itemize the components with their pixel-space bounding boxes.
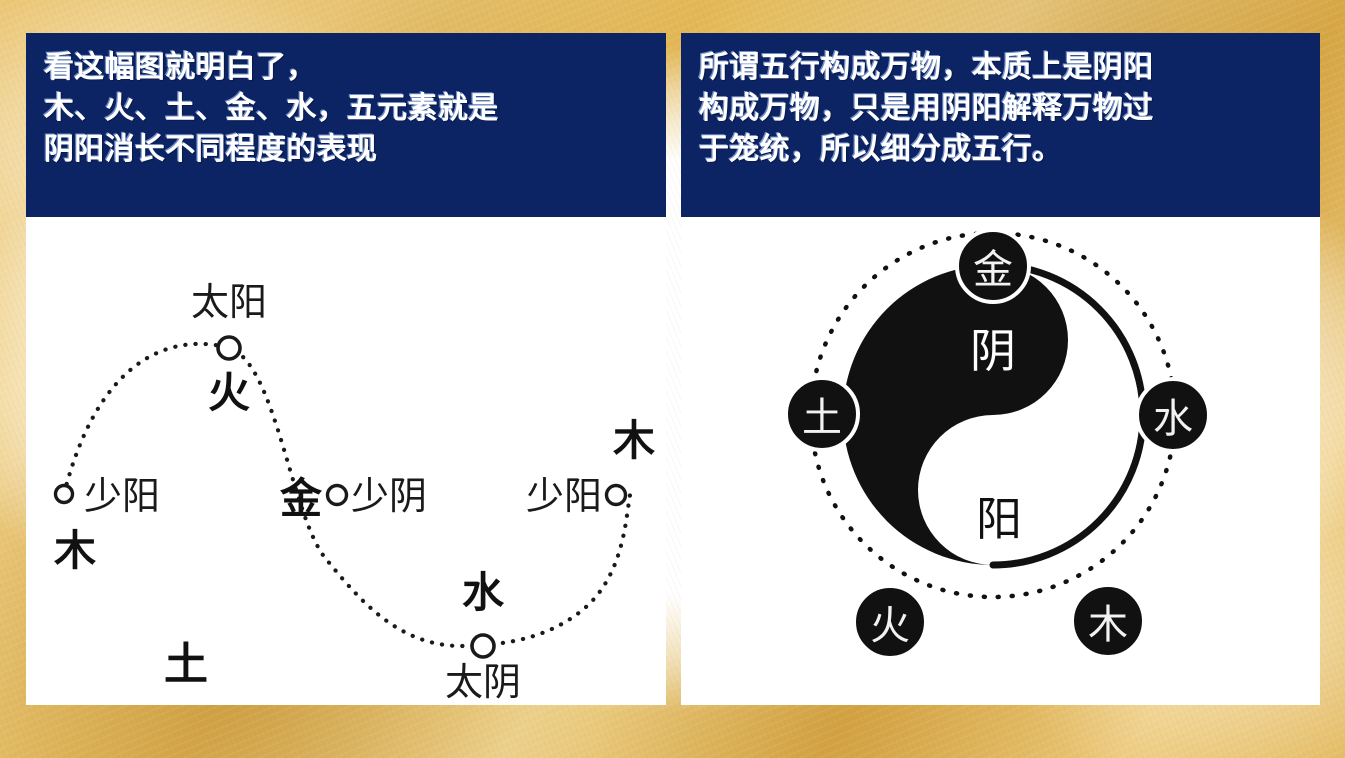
left-panel: 看这幅图就明白了， 木、火、土、金、水，五元素就是 阴阳消长不同程度的表现 太阳… bbox=[26, 33, 666, 705]
left-header-text: 看这幅图就明白了， 木、火、土、金、水，五元素就是 阴阳消长不同程度的表现 bbox=[44, 50, 499, 168]
label-element-fire: 火 bbox=[208, 368, 250, 417]
fire-node-label: 火 bbox=[870, 603, 910, 649]
label-taiyin-caption: 太阴 bbox=[445, 660, 521, 704]
node-marker-taiyang-fire bbox=[216, 335, 242, 361]
label-element-wood-right: 木 bbox=[613, 416, 655, 465]
metal-node-circle bbox=[955, 228, 1031, 304]
earth-node-label: 土 bbox=[802, 395, 842, 441]
earth-node-circle bbox=[784, 376, 860, 452]
label-element-metal: 金 bbox=[279, 474, 323, 523]
right-panel: 所谓五行构成万物，本质上是阴阳 构成万物，只是用阴阳解释万物过 于笼统，所以细分… bbox=[681, 33, 1320, 705]
taiji-yin-half bbox=[843, 265, 1068, 565]
left-panel-header: 看这幅图就明白了， 木、火、土、金、水，五元素就是 阴阳消长不同程度的表现 bbox=[26, 33, 666, 217]
label-taiyang-caption: 太阳 bbox=[191, 280, 267, 324]
element-node-water[interactable]: 水 bbox=[1135, 377, 1211, 453]
wood-node-circle bbox=[1070, 583, 1146, 659]
water-node-label: 水 bbox=[1153, 396, 1193, 442]
node-marker-shaoyang-wood-left bbox=[53, 483, 75, 505]
left-panel-body: 太阳 火 少阳 木 金 少阴 少阳 木 水 太阴 土 bbox=[26, 217, 666, 705]
label-yin: 阴 bbox=[970, 324, 1016, 378]
element-node-metal[interactable]: 金 bbox=[955, 228, 1031, 304]
wave-curve bbox=[61, 341, 633, 649]
right-panel-body: 阴 阳 金 水 木 bbox=[681, 217, 1320, 705]
water-node-circle bbox=[1135, 377, 1211, 453]
right-header-text: 所谓五行构成万物，本质上是阴阳 构成万物，只是用阴阳解释万物过 于笼统，所以细分… bbox=[699, 50, 1154, 168]
element-node-wood[interactable]: 木 bbox=[1070, 583, 1146, 659]
label-phase-shaoyang-left: 少阳 bbox=[84, 474, 160, 518]
element-node-fire[interactable]: 火 bbox=[852, 584, 928, 660]
node-marker-shaoyin-metal bbox=[325, 483, 349, 507]
yin-yang-wave-diagram: 太阳 火 少阳 木 金 少阴 少阳 木 水 太阴 土 bbox=[53, 280, 655, 704]
taiji-wuxing-diagram: 阴 阳 金 水 木 bbox=[784, 228, 1211, 660]
label-yang: 阳 bbox=[976, 492, 1022, 546]
node-marker-shaoyang-wood-right bbox=[604, 483, 628, 507]
wood-node-label: 木 bbox=[1088, 602, 1128, 648]
label-element-water: 水 bbox=[462, 568, 505, 617]
fire-node-circle bbox=[852, 584, 928, 660]
label-phase-shaoyin: 少阴 bbox=[351, 474, 427, 518]
metal-node-label: 金 bbox=[973, 247, 1013, 293]
right-panel-header: 所谓五行构成万物，本质上是阴阳 构成万物，只是用阴阳解释万物过 于笼统，所以细分… bbox=[681, 33, 1320, 217]
label-element-wood-left: 木 bbox=[54, 526, 96, 575]
label-element-earth: 土 bbox=[164, 639, 208, 690]
node-marker-taiyin-water bbox=[470, 633, 496, 659]
element-node-earth[interactable]: 土 bbox=[784, 376, 860, 452]
label-phase-shaoyang-right: 少阳 bbox=[526, 474, 602, 518]
